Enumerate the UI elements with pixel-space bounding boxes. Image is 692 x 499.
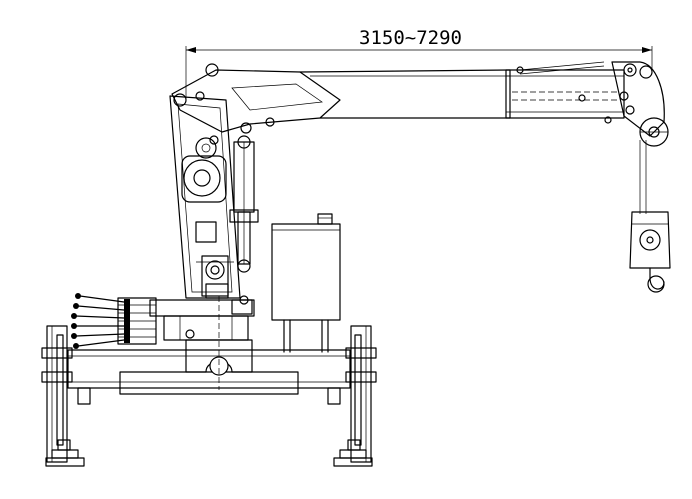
telescopic-boom [299,61,625,124]
crane-column [169,95,241,299]
outrigger-cross-beam [67,349,351,405]
hoist-rope [639,140,647,214]
control-levers [71,293,125,349]
boom-head [611,61,669,147]
luffing-cylinder [229,135,259,273]
hydraulic-oil-tank [271,213,341,353]
winch-drum [181,137,227,203]
boom-reach-dimension-label: 3150~7290 [359,27,462,49]
control-valve-bank [117,297,157,345]
left-outrigger-leg [41,325,85,467]
hook-block [629,211,671,293]
boom-reach-dimension: 3150~7290 [185,27,653,100]
column-pins [209,135,249,305]
crane-base-pedestal [149,296,255,390]
boom-base-plate [171,63,341,134]
right-outrigger-leg [333,325,377,467]
